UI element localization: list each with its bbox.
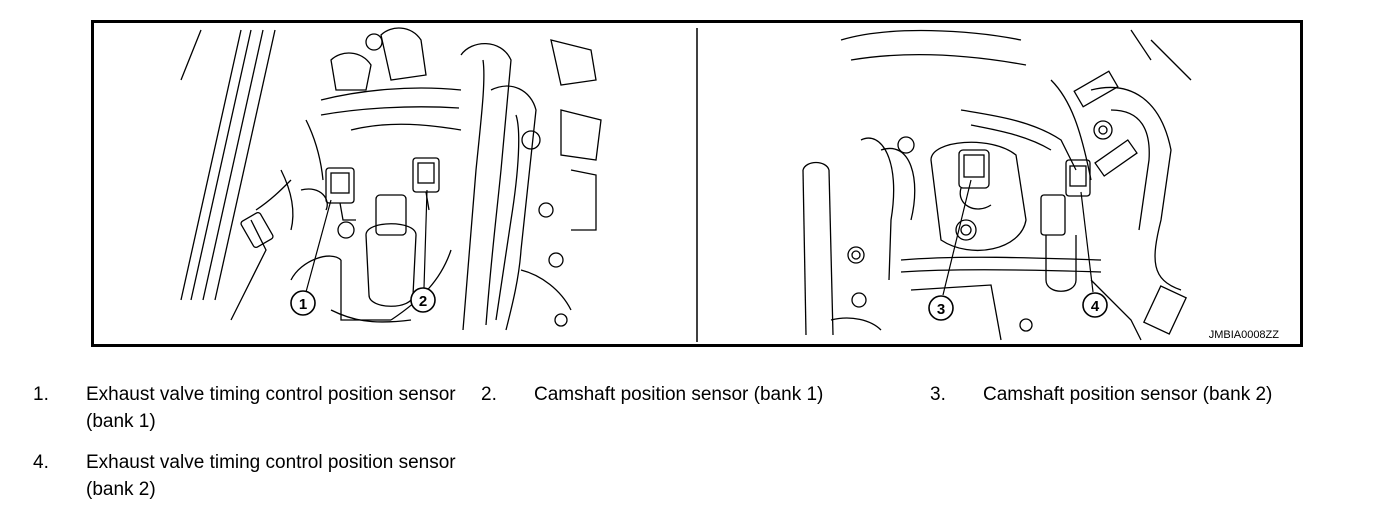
left-panel-illustration: [180, 27, 602, 331]
legend-number: 2.: [481, 384, 497, 405]
legend-text: Exhaust valve timing control position se…: [86, 384, 456, 432]
callout-2: 2: [410, 287, 436, 313]
legend-number: 3.: [930, 384, 946, 405]
legend: 1. Exhaust valve timing control position…: [0, 381, 1376, 522]
legend-text: Exhaust valve timing control position se…: [86, 452, 456, 500]
svg-text:2: 2: [419, 293, 427, 310]
callout-1: 1: [290, 290, 316, 316]
legend-text: Camshaft position sensor (bank 2): [983, 384, 1273, 405]
left-callout-leaders: [305, 189, 428, 293]
figure-id-label: JMBIA0008ZZ: [1209, 329, 1280, 341]
legend-text: Camshaft position sensor (bank 1): [534, 384, 824, 405]
callout-4: 4: [1082, 292, 1108, 318]
engine-sensor-figure: 1 2: [91, 20, 1303, 347]
legend-number: 1.: [33, 384, 49, 405]
svg-text:1: 1: [299, 296, 307, 313]
legend-number: 4.: [33, 452, 49, 473]
right-panel-illustration: [802, 29, 1192, 341]
figure-svg: 1 2: [91, 20, 1303, 347]
svg-text:3: 3: [937, 301, 945, 318]
svg-text:4: 4: [1091, 298, 1100, 315]
right-callout-leaders: [942, 179, 1094, 296]
callout-3: 3: [928, 295, 954, 321]
